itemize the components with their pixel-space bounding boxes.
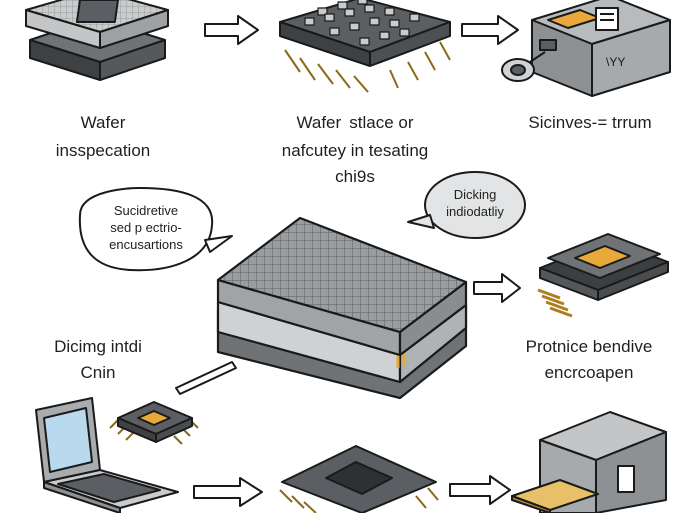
bubble-line: Dicking [453,187,497,202]
tester-machine-icon: \YY [501,0,671,97]
label-sicinves: Sicinves-= trrum [510,110,670,136]
label-line: Wafer [80,113,126,132]
gold-chip-icon [109,401,199,445]
label-line: nafcutey in tesating [281,141,429,160]
label-wafer-inspection: Wafer insspecation [38,110,168,164]
arrow-right-icon [461,15,519,45]
bubble-line: sed p ectrio- [110,220,182,235]
protective-chip-icon [537,233,669,318]
label-line: Dicimg intdi [54,337,142,356]
label-line: Protnice bendive [525,337,653,356]
label-line: insspecation [55,141,151,160]
arrow-right-icon [473,273,521,303]
wafer-block-icon [216,216,468,400]
label-line: chi9s [335,167,375,186]
wafer-stack-icon [25,0,169,81]
packaging-machine-icon [511,411,667,513]
label-wafer-stlace: Wafer stlace or nafcutey in tesating chi… [250,110,460,190]
bubble-line: indiodatliy [446,204,504,219]
arrow-right-icon [204,15,259,45]
label-line: Cnin [80,363,116,382]
arrow-right-icon [193,477,263,507]
label-dicing-intdi: Dicimg intdi Cnin [28,334,168,386]
bubble-line: Sucidretive [113,203,179,218]
bubble-line: encusartions [109,237,183,252]
label-protnice: Protnice bendive encrcoapen [500,334,678,386]
bubble-right-text: Dicking indiodatliy [428,186,522,220]
svg-text:\YY: \YY [606,55,625,69]
speech-bubble-right [407,171,526,239]
label-line: encrcoapen [544,363,634,382]
chip-pins-icon [279,0,451,93]
arrow-right-icon [449,475,511,505]
laptop-icon [35,397,179,513]
bubble-left-text: Sucidretive sed p ectrio- encusartions [86,202,206,253]
speech-bubble-left [78,186,233,272]
packaged-chip-icon [279,445,439,513]
label-line: Sicinves-= trrum [528,113,652,132]
label-line: Wafer stlace or [296,113,414,132]
connector-line [175,361,237,395]
